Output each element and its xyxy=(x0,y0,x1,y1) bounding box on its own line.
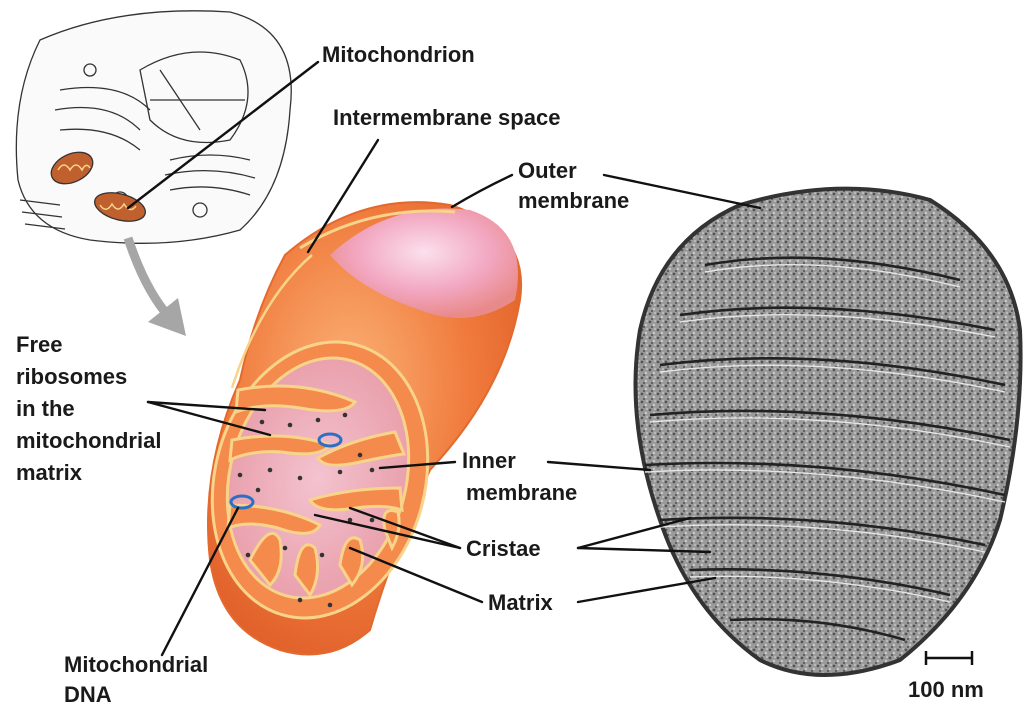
scale-bar-label: 100 nm xyxy=(908,677,984,702)
cell-sketch xyxy=(16,11,291,244)
label-outer-membrane: Outer membrane xyxy=(518,158,629,213)
label-inner-membrane: Inner membrane xyxy=(462,448,577,505)
label-free-ribosomes: Free ribosomes in the mitochondrial matr… xyxy=(16,332,168,485)
electron-micrograph xyxy=(636,189,1021,675)
scale-bar xyxy=(926,651,972,665)
label-intermembrane-space: Intermembrane space xyxy=(333,105,560,130)
zoom-arrow xyxy=(128,238,186,336)
mitochondrion-illustration xyxy=(182,202,521,654)
label-matrix: Matrix xyxy=(488,590,554,615)
label-mitochondrion: Mitochondrion xyxy=(322,42,475,67)
label-mitochondrial-dna: Mitochondrial DNA xyxy=(64,652,214,707)
label-cristae: Cristae xyxy=(466,536,541,561)
